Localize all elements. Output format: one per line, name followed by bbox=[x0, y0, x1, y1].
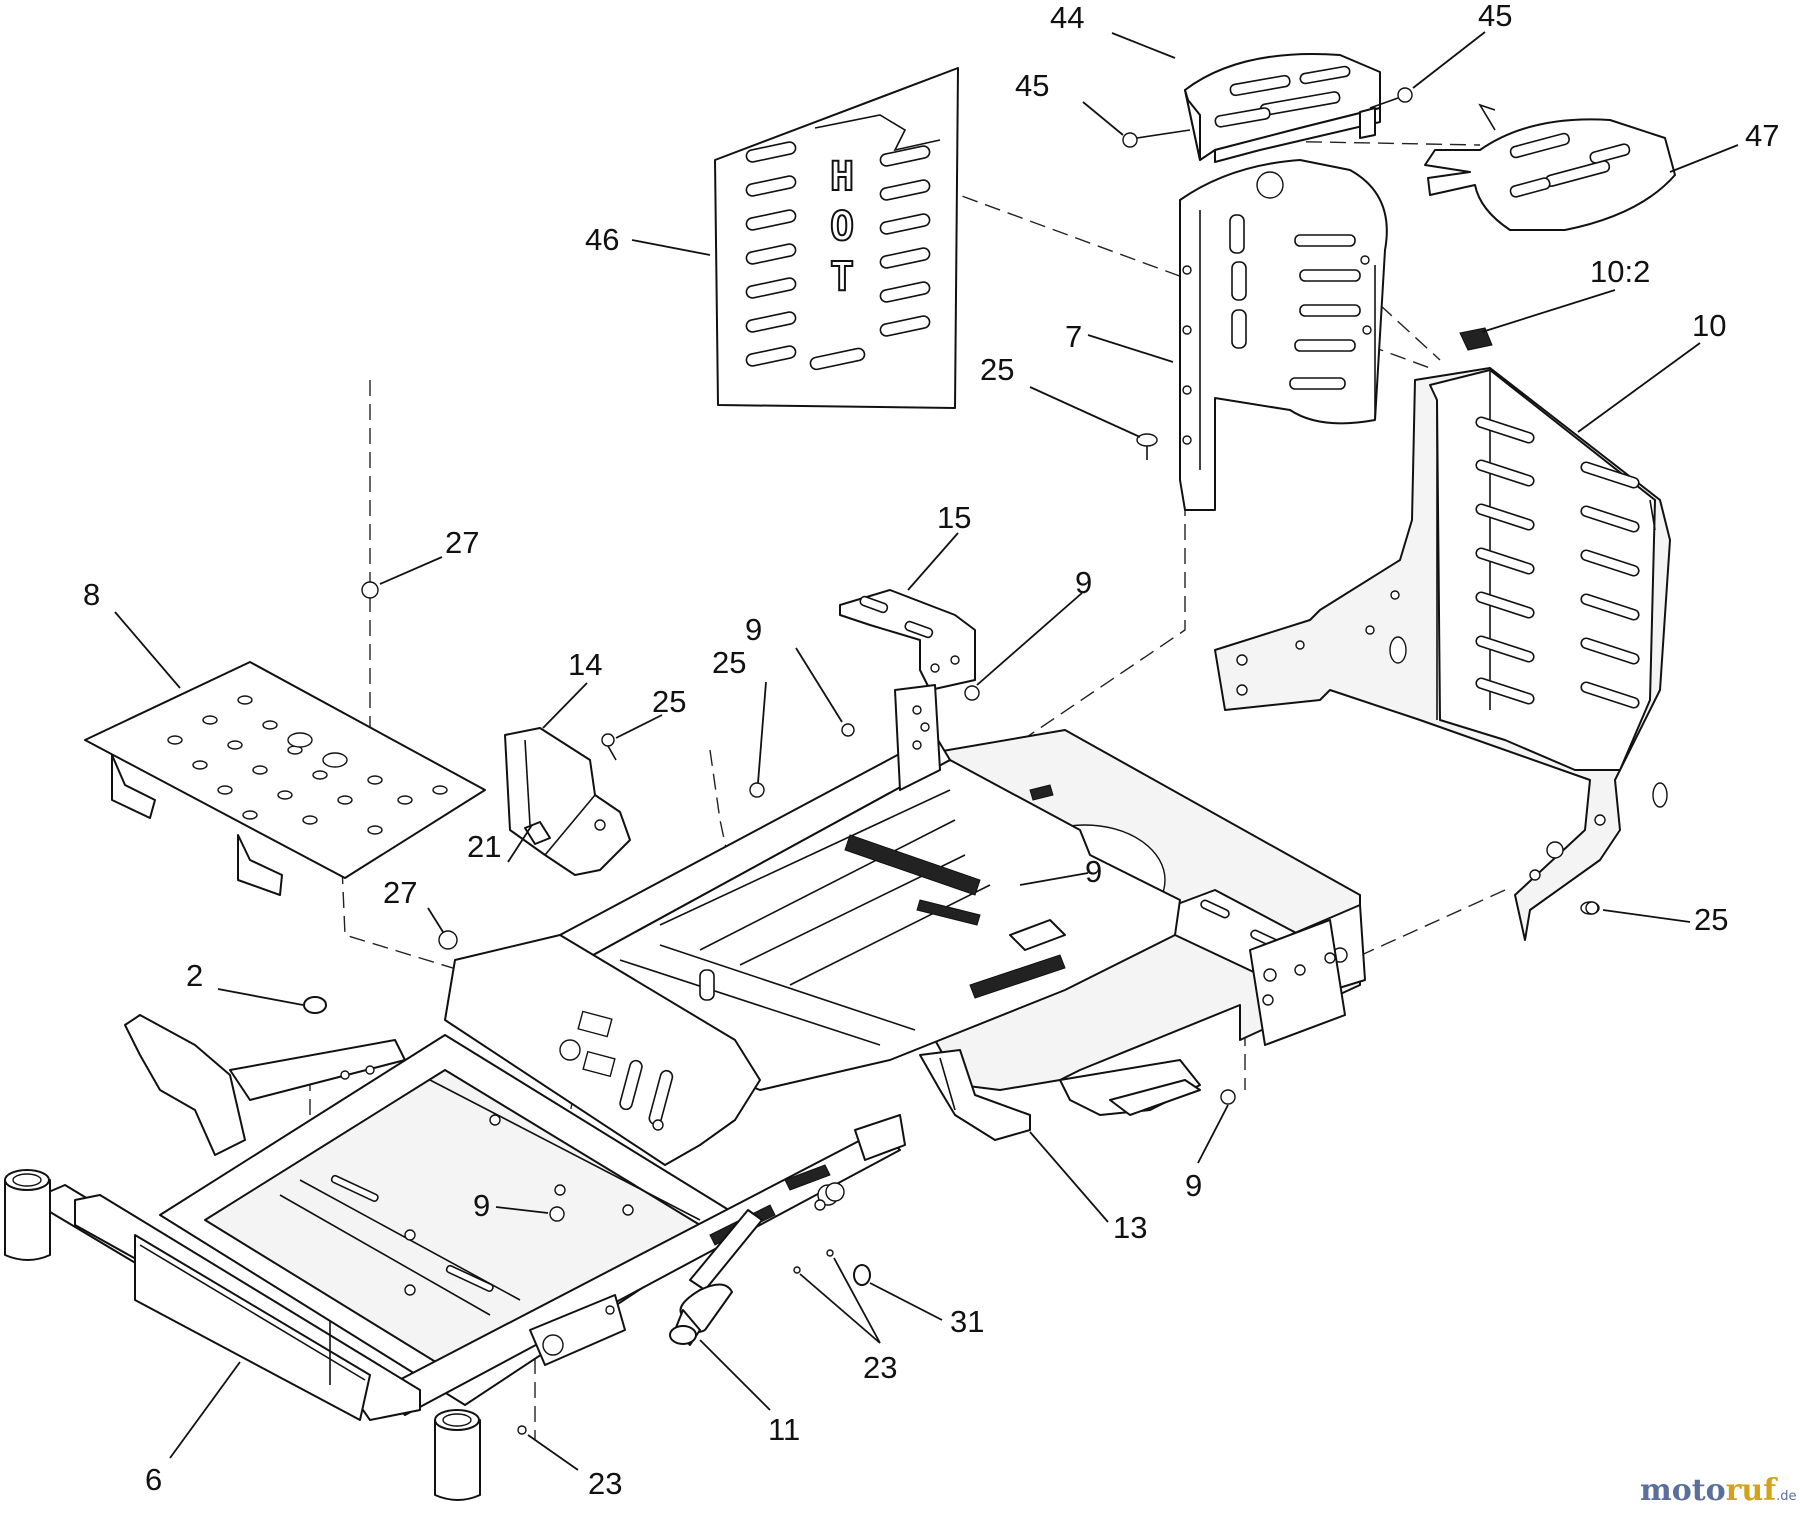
part-2-cap bbox=[303, 996, 327, 1014]
left-front-tube bbox=[4, 1169, 51, 1261]
callout-25-right: 25 bbox=[1694, 902, 1728, 937]
right-front-tube bbox=[434, 1409, 481, 1501]
callout-9-lower: 9 bbox=[1185, 1168, 1202, 1203]
callout-25-center: 9 bbox=[745, 612, 762, 647]
callout-23-upper: 23 bbox=[863, 1350, 897, 1385]
callout-45-upper: 45 bbox=[1478, 0, 1512, 33]
part-8-foot-plate bbox=[84, 661, 486, 896]
part-7-curved-shield bbox=[1179, 159, 1388, 511]
callout-2: 2 bbox=[186, 958, 203, 993]
part-14-bracket bbox=[504, 727, 631, 876]
part-9-nut-a bbox=[964, 685, 980, 701]
callout-7: 7 bbox=[1065, 319, 1082, 354]
watermark-suffix: .de bbox=[1776, 1489, 1796, 1504]
callout-14: 14 bbox=[568, 647, 602, 682]
callout-25-upper: 25 bbox=[980, 352, 1014, 387]
part-45-screw-left bbox=[1122, 129, 1191, 148]
main-frame bbox=[559, 684, 1366, 1116]
callout-9-plate: 9 bbox=[1085, 854, 1102, 889]
callout-15: 15 bbox=[937, 500, 971, 535]
part-25-screw-center bbox=[841, 723, 855, 737]
part-46-hot-plate: H O T bbox=[714, 67, 959, 409]
callout-10-2: 10:2 bbox=[1590, 254, 1650, 289]
callout-11: 11 bbox=[768, 1412, 800, 1447]
callout-27-lower: 27 bbox=[383, 875, 417, 910]
part-9-nut-c bbox=[1220, 1089, 1236, 1105]
part-13-bracket bbox=[919, 1049, 1031, 1141]
part-10-seat-support bbox=[1214, 367, 1671, 941]
callout-25-bracket: 25 bbox=[652, 684, 686, 719]
part-31-clip bbox=[853, 1264, 871, 1286]
callout-23-lower: 23 bbox=[588, 1466, 622, 1501]
part-23-pins-upper bbox=[793, 1249, 834, 1274]
part-9-nut-d bbox=[549, 1206, 565, 1222]
watermark-logo: motoruf.de bbox=[1640, 1473, 1797, 1508]
part-44-top-shield bbox=[1184, 53, 1381, 163]
part-27-nut-lower bbox=[438, 930, 458, 950]
callout-21: 21 bbox=[467, 829, 501, 864]
callout-45-left: 45 bbox=[1015, 68, 1049, 103]
callout-27-upper: 27 bbox=[445, 525, 479, 560]
part-27-nut-upper bbox=[361, 581, 379, 599]
callout-9-deck: 9 bbox=[473, 1188, 490, 1223]
part-10-2-decal bbox=[1459, 327, 1493, 351]
stencil-letter-o: O bbox=[830, 204, 854, 250]
part-6-bumper bbox=[74, 1194, 421, 1421]
part-15-bracket bbox=[839, 589, 976, 691]
stencil-letter-t: T bbox=[830, 254, 854, 300]
stencil-letter-h: H bbox=[830, 154, 854, 200]
part-23-pin-lower bbox=[517, 1425, 527, 1435]
svg-text:motoruf.de: motoruf.de bbox=[1640, 1473, 1797, 1508]
part-25-button-right bbox=[1585, 901, 1599, 915]
callout-6: 6 bbox=[145, 1462, 162, 1497]
callout-44: 44 bbox=[1050, 0, 1084, 35]
callout-10: 10 bbox=[1692, 308, 1726, 343]
part-25-button-upper bbox=[1136, 433, 1158, 460]
callout-labels: 44 45 45 47 46 10:2 10 7 25 15 9 27 8 14… bbox=[83, 0, 1779, 1501]
callout-31: 31 bbox=[950, 1304, 984, 1339]
callout-47: 47 bbox=[1745, 118, 1779, 153]
part-45-screw-right bbox=[1369, 87, 1413, 109]
callout-46: 46 bbox=[585, 222, 619, 257]
part-47-side-shield bbox=[1424, 103, 1676, 231]
part-9-nut-b bbox=[749, 782, 765, 798]
part-25-screw-14 bbox=[601, 733, 617, 761]
callout-9-upper: 9 bbox=[1075, 565, 1092, 600]
callout-9-center: 25 bbox=[712, 645, 746, 680]
callout-8: 8 bbox=[83, 577, 100, 612]
callout-13: 13 bbox=[1113, 1210, 1147, 1245]
leader-lines bbox=[114, 31, 1739, 1471]
part-11-handle bbox=[669, 1182, 845, 1346]
